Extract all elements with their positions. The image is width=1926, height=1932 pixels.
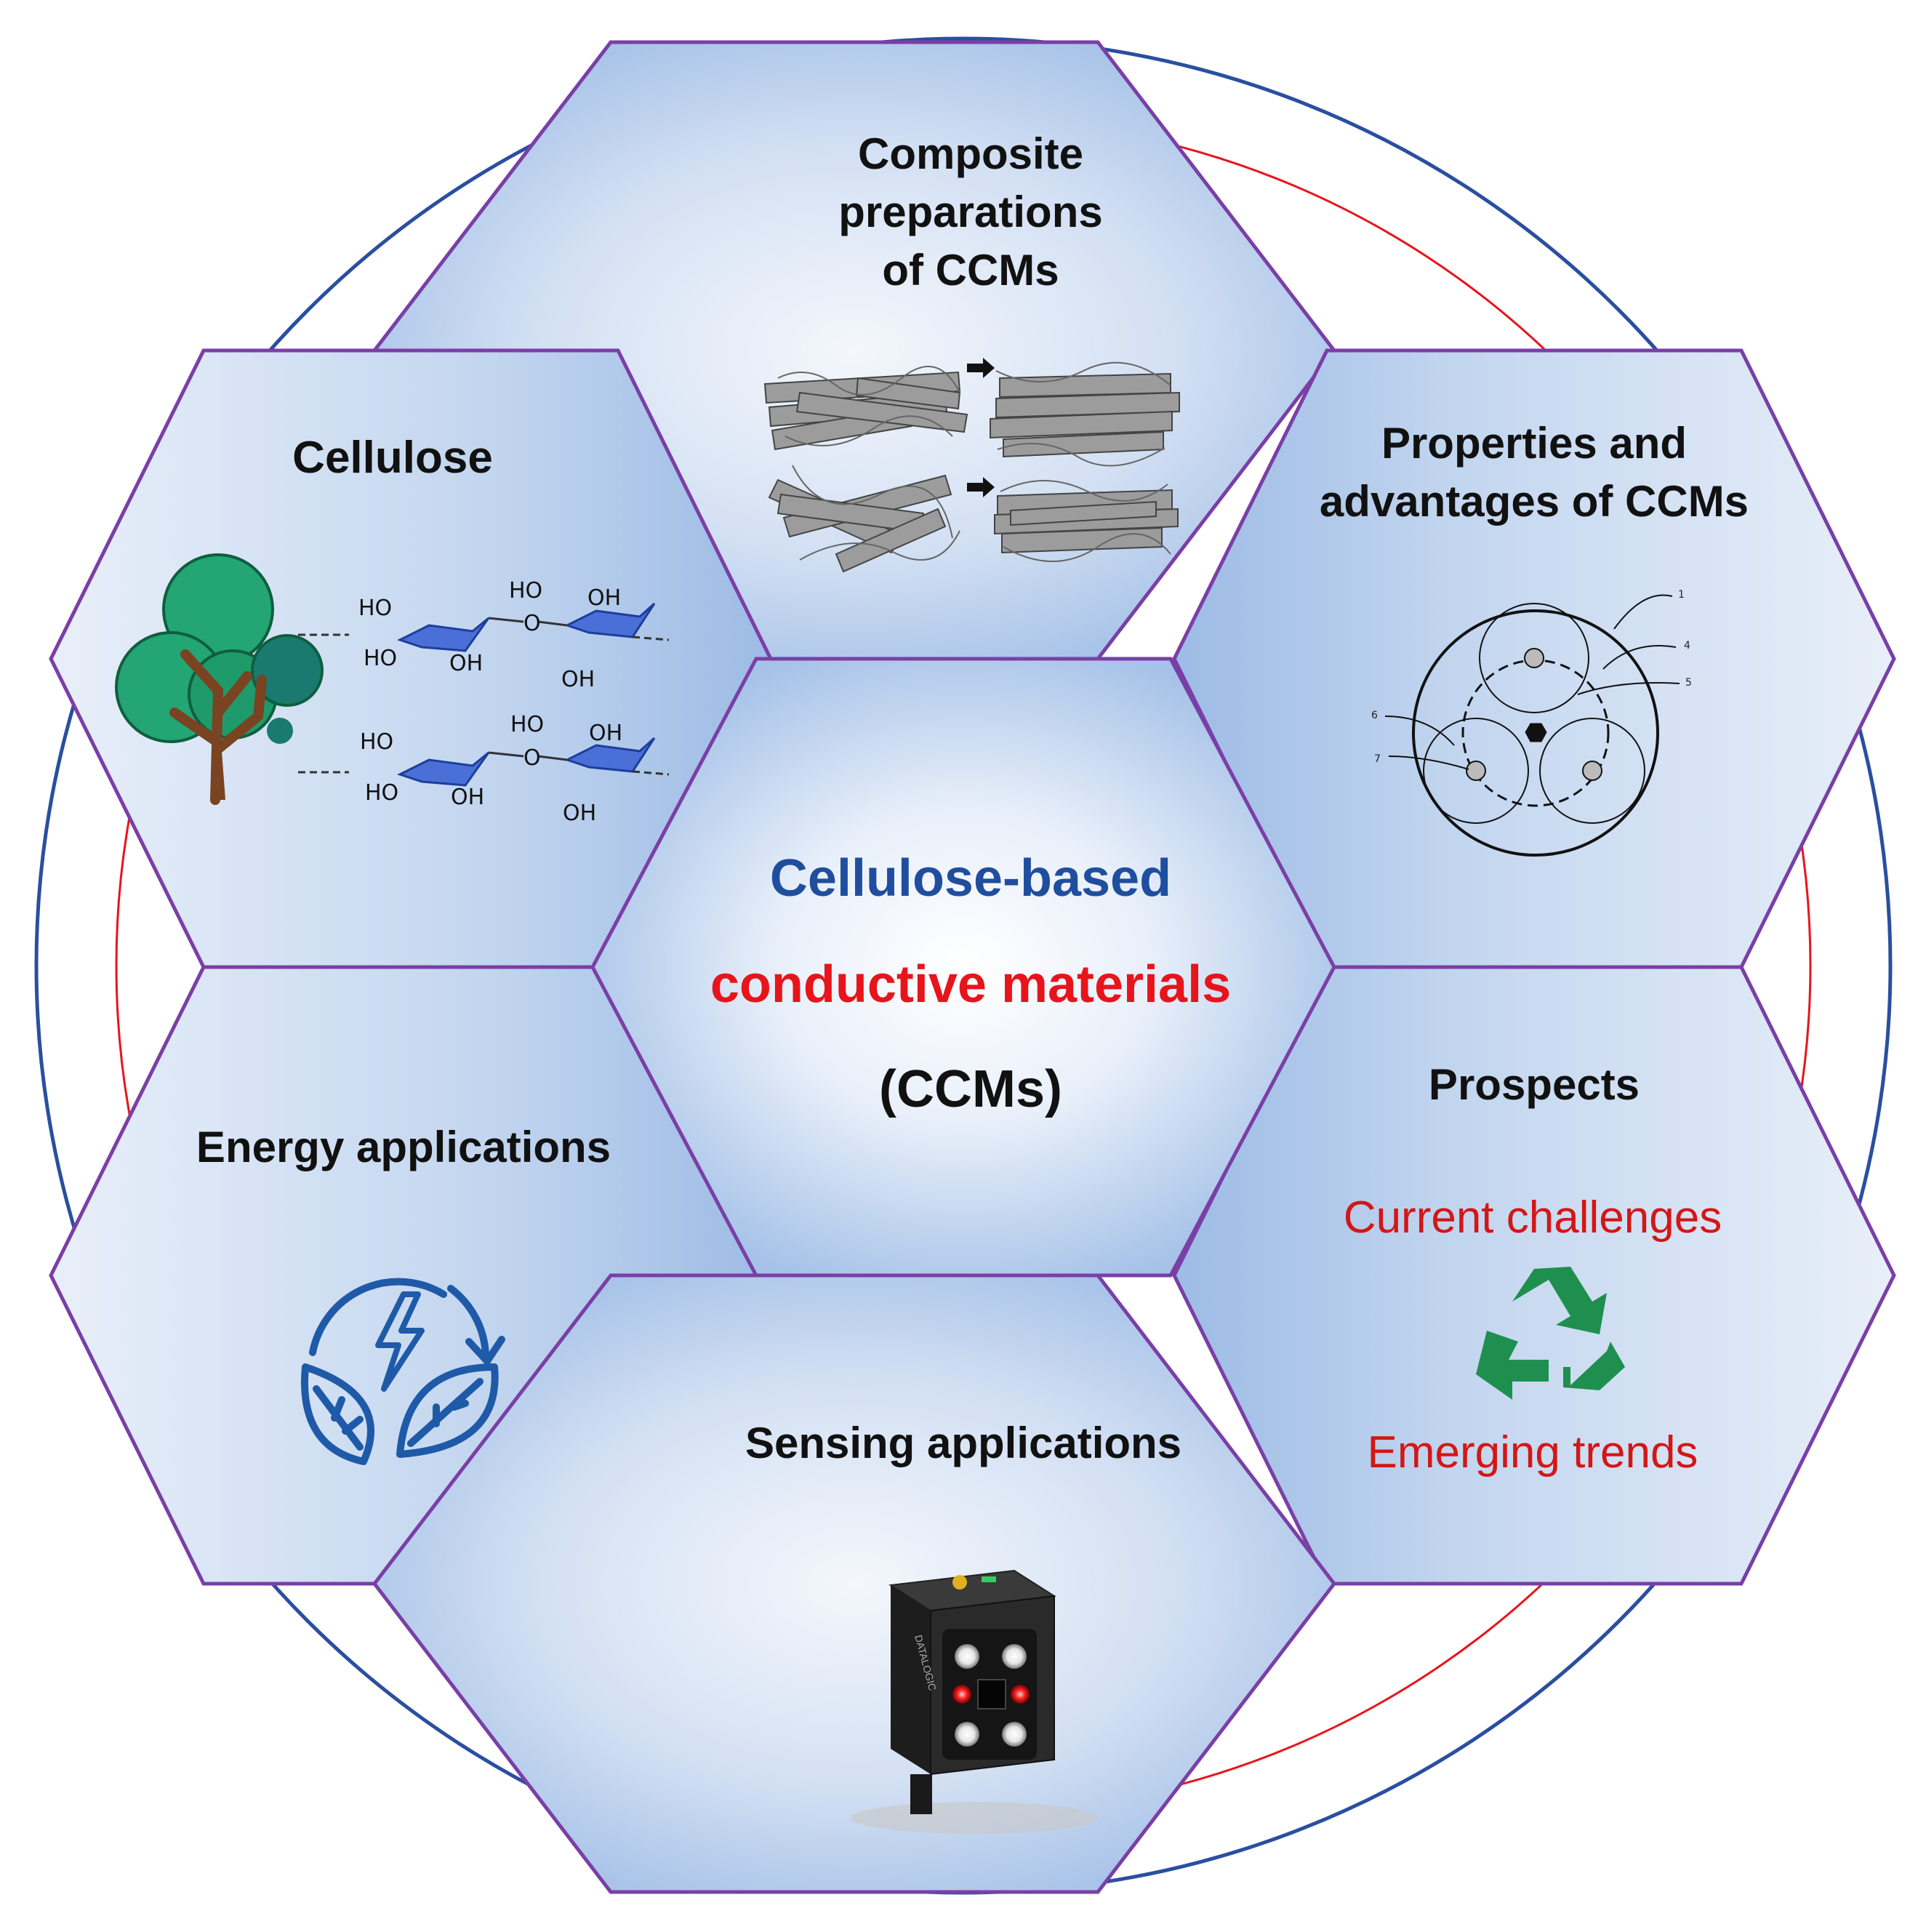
hex-tr-title-2: advantages of CCMs — [1320, 477, 1749, 526]
emerging-trends-label: Emerging trends — [1368, 1427, 1698, 1478]
sensor-device-image: DATALOGIC — [851, 1569, 1098, 1834]
svg-text:HO: HO — [358, 596, 392, 621]
svg-text:HO: HO — [360, 729, 393, 755]
cellulose-structure-row2: HO HO OH O HO OH OH — [298, 712, 670, 826]
center-title-line2: conductive materials — [710, 955, 1231, 1014]
mech-label-5: 5 — [1685, 677, 1692, 689]
cellulose-structure-row1: HO HO OH O HO OH OH — [298, 578, 670, 692]
tree-icon — [115, 553, 324, 805]
hex-br-title: Prospects — [1429, 1060, 1640, 1109]
hex-center — [590, 657, 1336, 1278]
hex-bl-title: Energy applications — [196, 1123, 611, 1171]
svg-text:HO: HO — [365, 780, 398, 806]
svg-text:OH: OH — [561, 667, 595, 692]
svg-text:OH: OH — [587, 585, 621, 611]
mech-label-4: 4 — [1684, 640, 1690, 652]
composite-rods-illustration — [763, 358, 1180, 573]
hex-bottom — [372, 1273, 1337, 1894]
center-title-line3: (CCMs) — [879, 1060, 1062, 1118]
hex-tr-title-1: Properties and — [1381, 419, 1687, 468]
mech-label-1: 1 — [1678, 589, 1685, 601]
svg-text:HO: HO — [509, 578, 542, 604]
svg-text:OH: OH — [449, 651, 483, 676]
hex-top-title-1: Composite — [858, 129, 1083, 178]
svg-text:O: O — [523, 745, 541, 771]
hex-top-title-3: of CCMs — [882, 246, 1059, 294]
energy-leaf-icon — [301, 1278, 505, 1465]
svg-text:OH: OH — [589, 721, 622, 746]
svg-text:HO: HO — [364, 646, 397, 671]
hex-top-title-2: preparations — [838, 188, 1102, 236]
hex-bottom-title: Sensing applications — [745, 1419, 1181, 1467]
mech-label-7: 7 — [1374, 753, 1381, 765]
svg-text:OH: OH — [563, 801, 596, 826]
planetary-mechanism-illustration — [1384, 594, 1680, 857]
svg-text:O: O — [523, 611, 541, 636]
center-title-line1: Cellulose-based — [770, 849, 1171, 907]
hex-tl-title: Cellulose — [292, 433, 493, 483]
current-challenges-label: Current challenges — [1344, 1193, 1722, 1243]
recycle-icon — [1476, 1267, 1625, 1400]
svg-text:HO: HO — [510, 712, 544, 737]
svg-text:OH: OH — [451, 785, 484, 810]
mech-label-6: 6 — [1371, 710, 1378, 721]
